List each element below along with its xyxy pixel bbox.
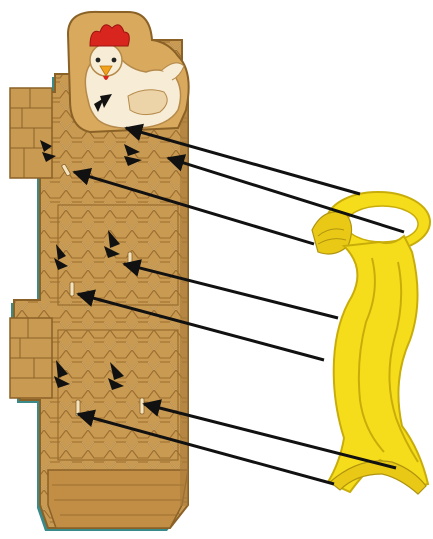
bottom-plank	[48, 470, 188, 528]
chicken-wing	[128, 90, 167, 115]
slot	[140, 398, 144, 414]
chicken-topper	[68, 12, 189, 132]
yellow-clip-bracket	[312, 192, 430, 494]
left-lower-tab	[10, 318, 52, 398]
chicken-eye-right	[112, 58, 117, 63]
left-upper-tab	[10, 88, 52, 178]
chicken-eye-left	[96, 58, 101, 63]
slot	[70, 282, 74, 296]
